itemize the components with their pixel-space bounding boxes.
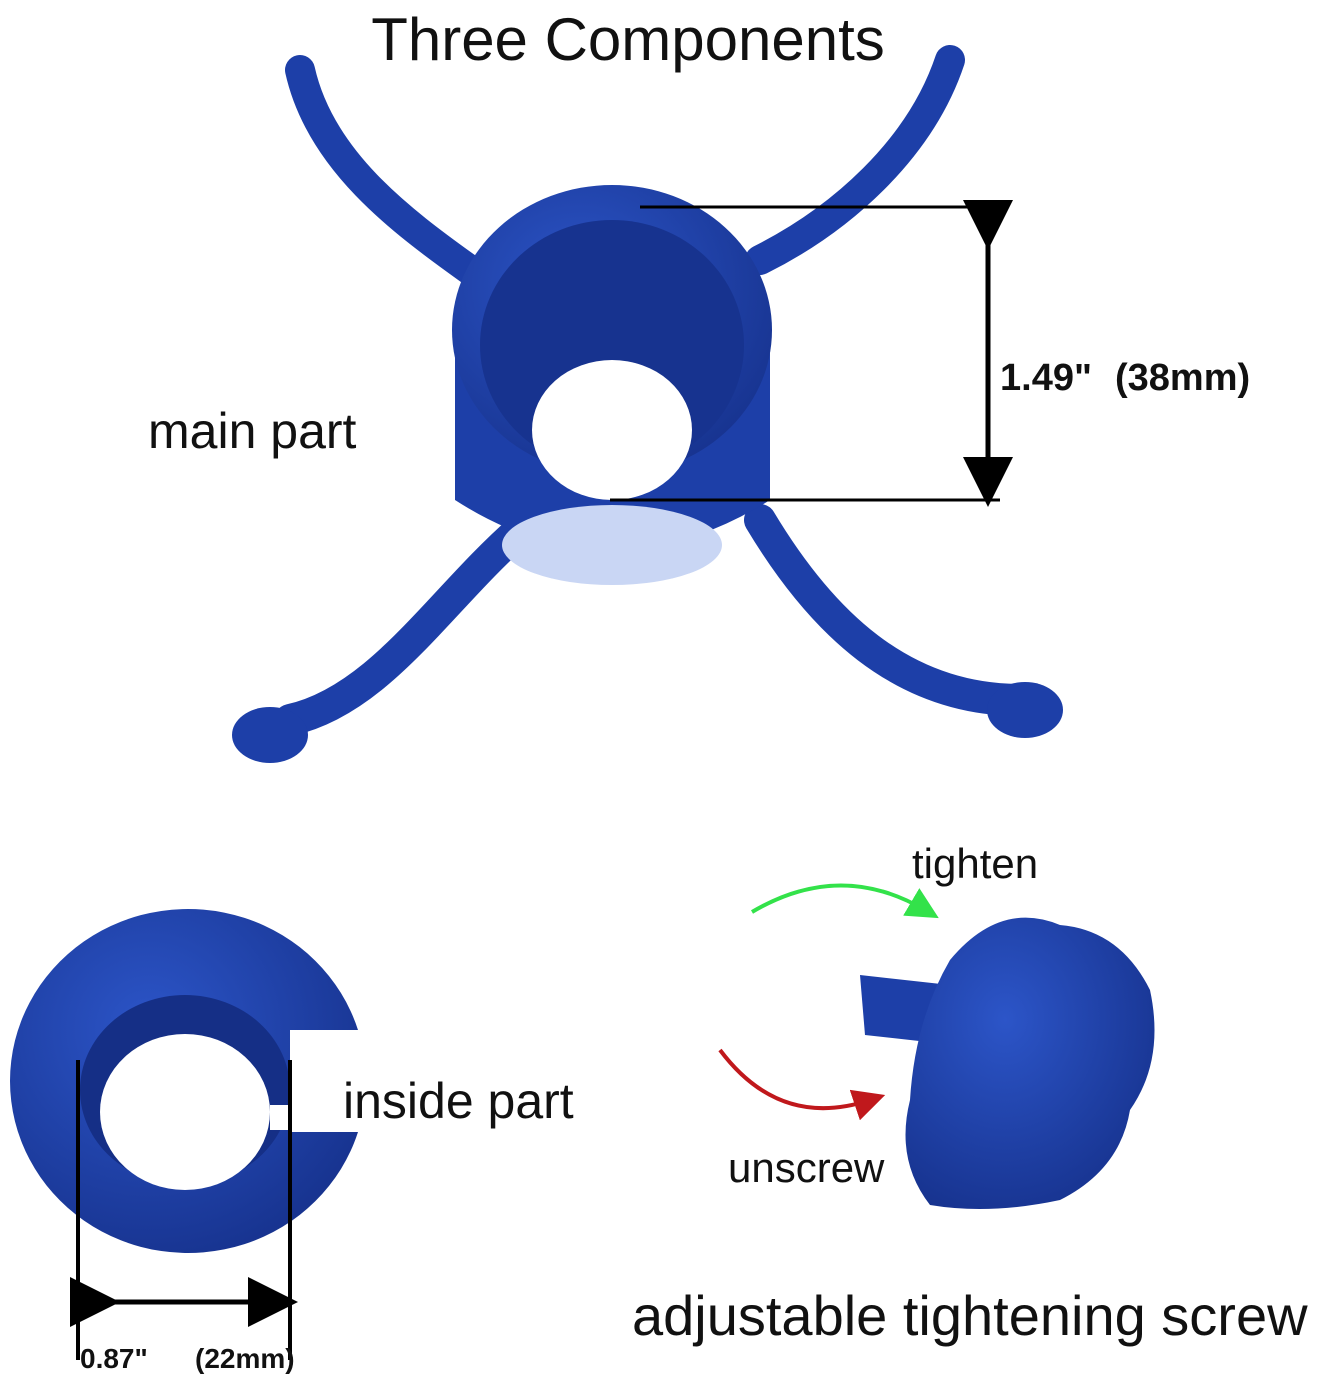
unscrew-label: unscrew (728, 1144, 885, 1191)
inside-part-image (10, 908, 365, 1253)
title: Three Components (371, 6, 885, 73)
tighten-label: tighten (912, 840, 1038, 887)
inside-part-label: inside part (343, 1073, 574, 1129)
main-part-image (232, 45, 1063, 763)
main-dimension-mm: (38mm) (1115, 357, 1250, 399)
inside-dimension-mm: (22mm) (195, 1343, 295, 1374)
screw-label: adjustable tightening screw (632, 1284, 1308, 1347)
main-dimension-in: 1.49" (1000, 357, 1092, 399)
main-part-label: main part (148, 403, 357, 459)
inside-dimension-in: 0.87" (80, 1343, 148, 1374)
screw-image (860, 917, 1155, 1209)
tighten-arrow-icon (750, 883, 939, 919)
unscrew-arrow-icon (718, 1048, 886, 1121)
